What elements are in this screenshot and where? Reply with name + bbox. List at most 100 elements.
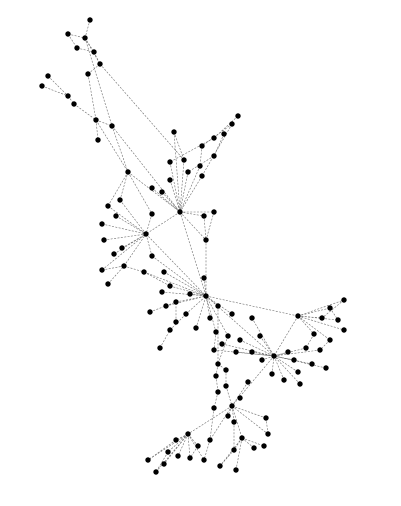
graph-node — [211, 135, 217, 141]
graph-node — [229, 403, 235, 409]
graph-node — [82, 35, 88, 41]
graph-node — [211, 153, 217, 159]
graph-node — [327, 305, 333, 311]
graph-edge — [231, 381, 249, 407]
graph-edge — [121, 233, 147, 249]
graph-edge — [251, 351, 275, 357]
graph-edge — [67, 33, 78, 49]
graph-node — [323, 365, 329, 371]
graph-edge — [179, 175, 203, 213]
graph-node — [93, 117, 99, 123]
graph-node — [201, 457, 207, 463]
graph-edge — [143, 271, 171, 287]
graph-node — [101, 237, 107, 243]
graph-edge — [145, 233, 207, 297]
graph-node — [91, 49, 97, 55]
graph-node — [173, 299, 179, 305]
graph-edge — [159, 329, 171, 349]
graph-node — [167, 177, 173, 183]
graph-node — [317, 347, 323, 353]
graph-edge — [251, 317, 275, 357]
graph-node — [219, 341, 225, 347]
graph-edge — [241, 437, 255, 449]
graph-node — [183, 311, 189, 317]
graph-edge — [151, 255, 207, 297]
graph-node — [163, 303, 169, 309]
graph-node — [199, 143, 205, 149]
graph-node — [223, 367, 229, 373]
graph-node — [149, 185, 155, 191]
graph-edge — [205, 295, 233, 315]
graph-edge — [209, 405, 233, 441]
graph-edge — [231, 405, 269, 435]
graph-edge — [179, 165, 201, 213]
graph-edge — [169, 137, 215, 163]
graph-node — [145, 457, 151, 463]
graph-edge — [187, 433, 199, 447]
graph-node — [143, 231, 149, 237]
graph-node — [71, 101, 77, 107]
graph-edge — [87, 63, 101, 75]
graph-node — [181, 157, 187, 163]
graph-edge — [273, 355, 327, 369]
graph-edge — [217, 335, 229, 365]
graph-node — [249, 349, 255, 355]
graph-edge — [173, 131, 185, 161]
graph-edge — [213, 331, 217, 351]
graph-node — [217, 463, 223, 469]
graph-node — [105, 281, 111, 287]
graph-node — [201, 275, 207, 281]
nodes-layer — [39, 17, 347, 475]
graph-edge — [175, 295, 207, 303]
graph-node — [281, 377, 287, 383]
graph-edge — [195, 295, 207, 329]
graph-node — [161, 269, 167, 275]
graph-edge — [273, 347, 307, 357]
graph-edge — [67, 33, 86, 39]
graph-edge — [221, 343, 275, 357]
graph-node — [215, 389, 221, 395]
graph-node — [65, 31, 71, 37]
edges-layer — [41, 19, 345, 473]
graph-node — [159, 289, 165, 295]
graph-edge — [273, 355, 285, 381]
graph-edge — [321, 299, 345, 319]
graph-node — [185, 169, 191, 175]
graph-edge — [101, 265, 125, 271]
graph-node — [223, 383, 229, 389]
graph-node — [45, 73, 51, 79]
graph-edge — [205, 295, 211, 319]
graph-node — [65, 93, 71, 99]
graph-node — [173, 319, 179, 325]
graph-edge — [165, 295, 207, 307]
graph-node — [285, 349, 291, 355]
graph-edge — [101, 233, 147, 271]
graph-edge — [187, 433, 191, 459]
graph-edge — [111, 125, 181, 213]
graph-edge — [205, 211, 215, 241]
graph-node — [295, 369, 301, 375]
graph-node — [245, 379, 251, 385]
graph-edge — [167, 433, 189, 453]
graph-edge — [103, 233, 147, 241]
graph-edge — [145, 233, 153, 257]
graph-node — [239, 435, 245, 441]
graph-edge — [163, 433, 189, 465]
graph-edge — [259, 335, 275, 357]
graph-node — [187, 291, 193, 297]
graph-edge — [84, 37, 113, 127]
graph-node — [125, 169, 131, 175]
graph-edge — [155, 451, 169, 473]
graph-node — [341, 327, 347, 333]
graph-node — [99, 267, 105, 273]
graph-node — [265, 431, 271, 437]
graph-edge — [87, 73, 97, 121]
graph-node — [213, 373, 219, 379]
graph-edge — [239, 339, 275, 357]
graph-node — [211, 209, 217, 215]
graph-edge — [161, 191, 181, 213]
graph-edge — [213, 391, 219, 409]
graph-edge — [169, 179, 181, 213]
graph-node — [109, 123, 115, 129]
